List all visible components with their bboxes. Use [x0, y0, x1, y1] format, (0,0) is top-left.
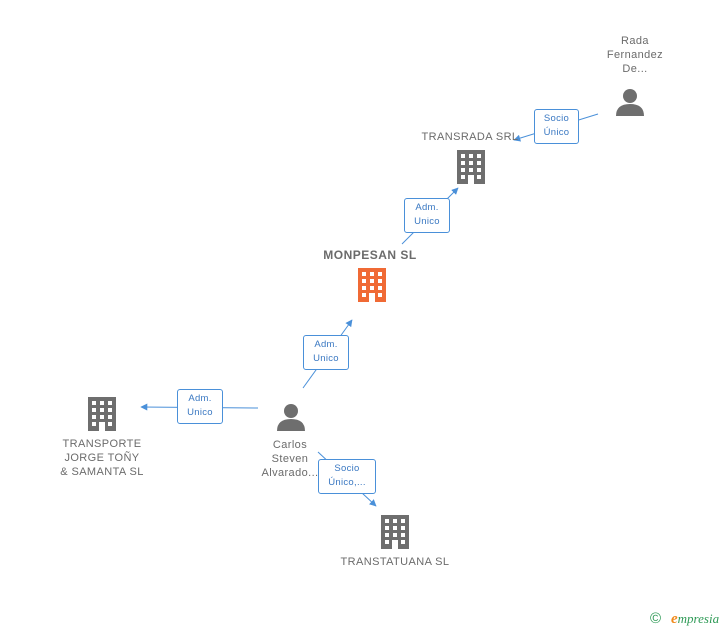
node-label-rada[interactable]: Rada Fernandez De...	[580, 34, 690, 76]
label-line: & SAMANTA SL	[60, 466, 144, 478]
label-line: Alvarado...	[261, 467, 319, 479]
label-line: De...	[622, 63, 648, 75]
brand-name: empresia	[671, 611, 719, 628]
edge-label-line: Adm.	[188, 393, 212, 404]
edge-label-adm-unico[interactable]: Adm. Unico	[303, 335, 349, 370]
label-line: JORGE TOÑY	[64, 452, 140, 464]
label-line: Fernandez	[606, 49, 664, 61]
building-icon[interactable]	[380, 515, 410, 549]
person-icon[interactable]	[615, 88, 645, 116]
label-line: Carlos	[272, 439, 308, 451]
edge-label-line: Único	[543, 127, 570, 138]
brand-initial: e	[671, 611, 678, 627]
label-line: Rada	[621, 35, 649, 47]
person-icon[interactable]	[276, 403, 306, 431]
label-line: Steven	[271, 453, 309, 465]
edge-label-line: Socio	[543, 113, 570, 124]
edge-label-line: Adm.	[415, 202, 439, 213]
edge-label-line: Unico	[414, 216, 440, 227]
copyright-symbol: ©	[650, 610, 662, 627]
node-label-transporte[interactable]: TRANSPORTE JORGE TOÑY & SAMANTA SL	[40, 437, 164, 479]
edge-label-line: Socio	[334, 463, 360, 474]
edge-label-socio-unico[interactable]: Socio Único	[534, 109, 579, 144]
edge-label-line: Unico	[187, 407, 213, 418]
node-label-monpesan[interactable]: MONPESAN SL	[323, 248, 417, 262]
empresia-logo[interactable]: © empresia	[650, 609, 728, 629]
building-icon-main[interactable]	[357, 268, 387, 302]
brand-rest: mpresia	[677, 611, 720, 626]
building-icon[interactable]	[87, 397, 117, 431]
node-label-transtatuana[interactable]: TRANSTATUANA SL	[340, 556, 450, 568]
edge-label-line: Único,...	[328, 477, 366, 488]
edge-label-adm-unico[interactable]: Adm. Unico	[404, 198, 450, 233]
edge-label-line: Unico	[313, 353, 339, 364]
edge-label-adm-unico[interactable]: Adm. Unico	[177, 389, 223, 424]
node-label-transrada[interactable]: TRANSRADA SRL	[421, 131, 519, 143]
edge-label-line: Adm.	[314, 339, 338, 350]
label-line: TRANSPORTE	[62, 438, 142, 450]
building-icon[interactable]	[456, 150, 486, 184]
edge-label-socio-unico-multi[interactable]: Socio Único,...	[318, 459, 376, 494]
node-label-carlos[interactable]: Carlos Steven Alvarado...	[238, 438, 342, 480]
